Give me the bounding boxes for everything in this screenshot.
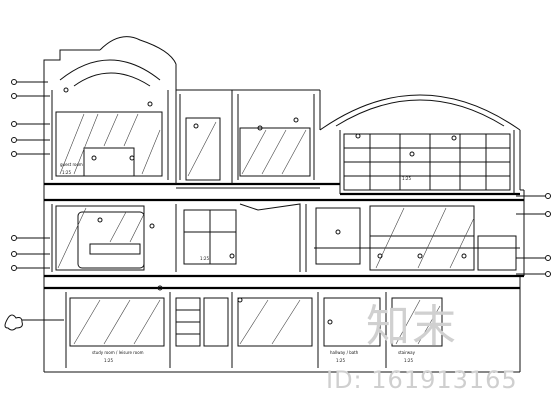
watermark-logo: 知末 xyxy=(366,301,458,352)
scale-label-2: 1:25 xyxy=(402,176,411,181)
scale-label-5: 1:25 xyxy=(404,358,413,363)
room-label-stairway: stairway xyxy=(398,350,416,355)
upper-panels xyxy=(55,111,511,191)
leader-left-4 xyxy=(11,137,50,143)
leader-left-7 xyxy=(11,251,50,257)
scale-label-4: 1:25 xyxy=(336,358,345,363)
hatching xyxy=(57,113,475,345)
room-label-guest: guest room xyxy=(60,162,83,167)
lower-panels xyxy=(69,297,443,347)
room-labels: guest room 1:25 1:25 study room / leisur… xyxy=(60,162,416,363)
leader-right-1 xyxy=(516,193,551,199)
building-outline xyxy=(43,36,525,373)
room-label-hallway: hallway / bath xyxy=(330,350,359,355)
scale-label-1: 1:25 xyxy=(62,170,71,175)
leader-left-2 xyxy=(11,93,50,99)
leader-left-5 xyxy=(11,151,50,157)
leader-left-1 xyxy=(11,79,48,85)
leader-left-6 xyxy=(11,235,50,241)
interior-markers xyxy=(63,87,467,325)
floor-slabs xyxy=(44,182,524,290)
leader-right-4 xyxy=(516,271,551,277)
leader-left-8 xyxy=(11,265,50,271)
leader-left-3 xyxy=(11,121,50,127)
scale-label-3: 1:25 xyxy=(104,358,113,363)
scale-label-6: 1:25 xyxy=(200,256,209,261)
watermark-id: ID: 161913165 xyxy=(326,366,518,394)
annotation-leaders xyxy=(4,79,551,331)
middle-panels xyxy=(55,203,520,272)
room-label-study: study room / leisure room xyxy=(92,350,144,355)
leader-right-3 xyxy=(516,255,551,261)
leader-right-2 xyxy=(516,211,551,217)
partitions xyxy=(51,90,515,368)
leader-left-9 xyxy=(4,314,64,331)
